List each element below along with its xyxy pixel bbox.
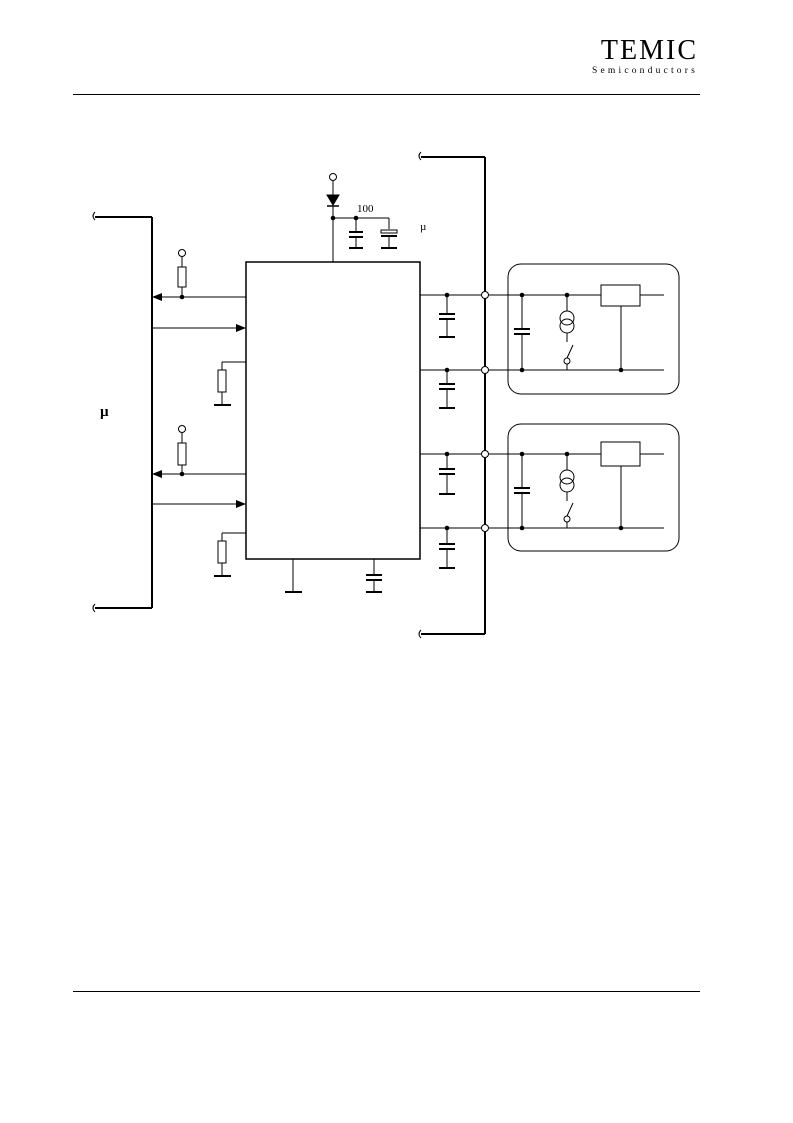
remote-module-1 xyxy=(489,263,680,395)
current-source-icon xyxy=(559,310,575,326)
diode-icon xyxy=(326,194,340,206)
ic-right-lines xyxy=(420,294,481,569)
ic-bottom-connections xyxy=(285,559,382,593)
logo-subtext: Semiconductors xyxy=(591,66,698,76)
upper-output-line xyxy=(152,249,246,406)
ic-block xyxy=(245,261,421,560)
junction-dots xyxy=(179,215,624,531)
lower-output-line xyxy=(152,425,246,577)
right-bus xyxy=(418,151,486,639)
footer-rule xyxy=(73,991,700,992)
supply-section xyxy=(326,173,398,262)
logo-text: TEMIC xyxy=(600,35,698,66)
current-source-icon xyxy=(559,469,575,485)
bus-connectors xyxy=(481,291,489,532)
remote-module-2 xyxy=(489,423,680,552)
capacitor-value-label: 100 xyxy=(357,203,374,215)
temic-logo: TEMIC Semiconductors xyxy=(591,35,698,77)
header-rule xyxy=(73,94,700,95)
micro-unit-label: µ xyxy=(420,221,426,233)
microcontroller-label: µ xyxy=(100,404,109,420)
left-bus xyxy=(92,211,153,613)
